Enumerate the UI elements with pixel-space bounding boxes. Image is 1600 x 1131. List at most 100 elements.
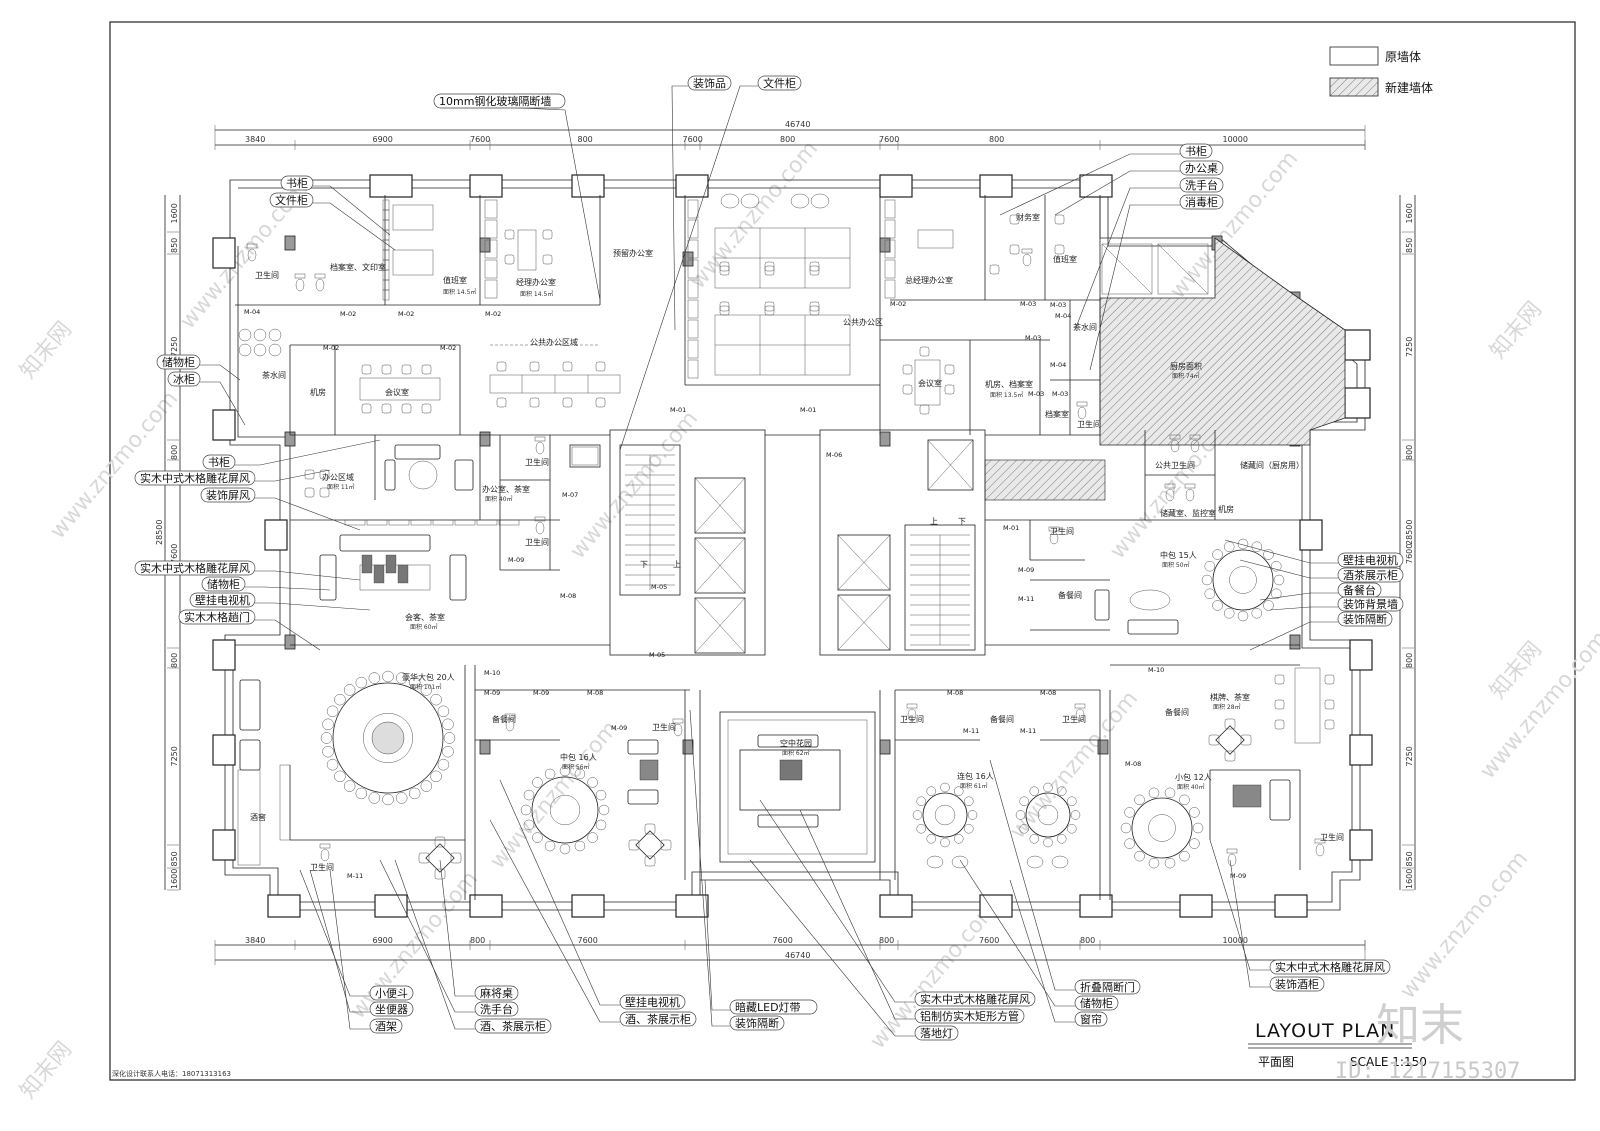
chair (1251, 541, 1263, 552)
callout-box (201, 576, 246, 592)
dim-label: 6900 (373, 135, 393, 144)
chair (1263, 600, 1274, 611)
room-label: 公共办公区域 (530, 337, 578, 347)
chair (443, 732, 456, 744)
chair (964, 824, 974, 834)
chair (1223, 608, 1235, 619)
dim-label: 800 (1405, 445, 1414, 460)
door-tag: M-01 (670, 406, 686, 414)
chair (504, 229, 515, 240)
callout-box (189, 592, 256, 608)
chair (1274, 699, 1285, 710)
sofa (394, 444, 441, 460)
callout-label: 装饰屏风 (206, 488, 250, 502)
door-tag: M-03 (1050, 301, 1066, 309)
door-tag: M-04 (1055, 312, 1071, 320)
callout-box (269, 192, 314, 208)
chair (496, 361, 507, 372)
chair (719, 261, 730, 272)
callout-box (200, 487, 256, 503)
chair (719, 265, 730, 276)
callout-label: 小便斗 (375, 987, 408, 1000)
chair (544, 840, 556, 852)
door-tag: M-02 (440, 344, 456, 352)
callout-box (156, 354, 201, 370)
callout-label: 酒、茶展示柜 (480, 1020, 546, 1033)
chair (559, 843, 571, 855)
chair (954, 786, 964, 796)
dim-label: 7250 (170, 337, 179, 357)
toilet (505, 718, 515, 732)
chair (764, 261, 775, 272)
callout-label: 储物柜 (162, 355, 195, 369)
leader-lines (200, 85, 1338, 1037)
room-label: 面积 40㎡ (1177, 783, 1205, 791)
callout-box (1337, 596, 1404, 612)
chair (790, 193, 810, 209)
chair (964, 796, 974, 806)
chair (382, 793, 394, 806)
chair (809, 301, 820, 312)
callout-box (914, 991, 1036, 1007)
dim-total-bottom: 46740 (785, 951, 810, 960)
door-tag: M-06 (826, 451, 842, 459)
chair (1192, 822, 1204, 834)
furniture (237, 193, 1335, 880)
dim-label: 800 (780, 135, 795, 144)
door-tag: M-11 (1020, 727, 1036, 735)
round-table (1131, 797, 1193, 859)
room-label: 面积 13.5㎡ (990, 391, 1023, 399)
chair (523, 819, 535, 831)
chair (809, 305, 820, 316)
dim-label: 10000 (1223, 936, 1248, 945)
callout-label: 洗手台 (480, 1002, 513, 1016)
chair (401, 403, 412, 414)
room-label: 储藏间（厨房用） (1240, 460, 1304, 470)
room-label: 厨房面积 (1170, 361, 1202, 371)
callout-box (1269, 959, 1391, 975)
chair (268, 328, 282, 342)
sofa (449, 554, 467, 601)
door-tag: M-08 (1040, 689, 1056, 697)
room-label: 卫生间 (310, 862, 334, 872)
toilet (1075, 708, 1085, 722)
door-tag: M-08 (1125, 760, 1141, 768)
door-tag: M-02 (890, 300, 906, 308)
sofa (757, 814, 819, 828)
drawing-frame (109, 21, 1576, 1081)
chair (401, 364, 412, 375)
chair (916, 824, 926, 834)
callout-label: 酒茶展示柜 (1343, 569, 1398, 582)
dim-total-left: 28500 (155, 520, 164, 545)
chair (574, 768, 586, 780)
chair (598, 804, 610, 816)
callout-box (134, 470, 256, 486)
callout-box (369, 1018, 403, 1034)
room-label: 豪华大包 20人 (402, 672, 455, 682)
toilet (535, 441, 545, 455)
callout-box (729, 1015, 785, 1031)
door-tag: M-02 (340, 310, 356, 318)
round-table (1025, 792, 1071, 838)
toilet (535, 521, 545, 535)
chair (381, 364, 392, 375)
callout-label: 壁挂电视机 (195, 593, 250, 607)
room-label: 上 (673, 560, 681, 569)
callout-box (914, 1025, 959, 1041)
chair (395, 672, 408, 684)
room-label: 面积 40㎡ (485, 495, 513, 503)
callout-box (433, 93, 566, 109)
chair (1324, 699, 1335, 710)
callout-box (1074, 1011, 1108, 1027)
chair (559, 765, 571, 777)
chair (954, 834, 964, 844)
door-tag: M-10 (1148, 666, 1164, 674)
chair (1273, 574, 1285, 586)
chair (764, 301, 775, 312)
chair (719, 305, 730, 316)
callout-label: 办公桌 (1185, 162, 1218, 175)
chair (1189, 807, 1200, 818)
chair (1009, 214, 1020, 225)
